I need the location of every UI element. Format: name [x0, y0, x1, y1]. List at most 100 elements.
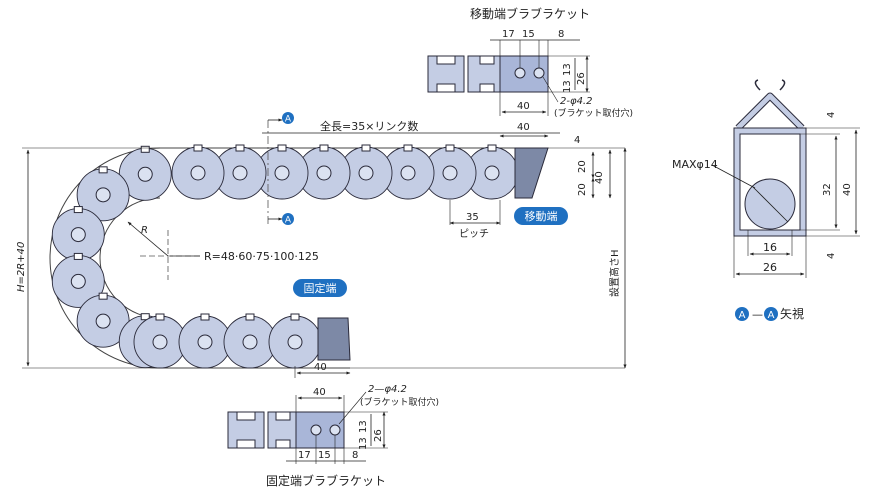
- moving-end-bracket-drawing: 移動端ブラブラケット 17 15 8 13 13 26 40 2-φ4.2 (ブ…: [427, 6, 633, 119]
- cable-chain: [49, 144, 549, 369]
- link-tab: [361, 144, 371, 152]
- link-tab: [290, 313, 300, 321]
- link-tab: [245, 313, 255, 321]
- top-dim-26: 26: [576, 72, 587, 85]
- section-dim-26: 26: [763, 261, 777, 274]
- section-dim-4-bottom: 4: [826, 253, 837, 259]
- link-tab: [73, 206, 83, 214]
- top-dim-8: 8: [558, 29, 564, 40]
- link-pin-hole: [190, 165, 206, 181]
- section-dim-16: 16: [763, 241, 777, 254]
- bottom-dim-17: 17: [298, 450, 311, 461]
- section-dim-32: 32: [822, 183, 833, 196]
- link-pin-hole: [95, 187, 111, 203]
- top-dim-13a: 13: [562, 63, 573, 76]
- link-tab: [445, 144, 455, 152]
- link-pin-hole: [287, 334, 303, 350]
- section-top-clip: [735, 92, 805, 131]
- link-tab: [200, 313, 210, 321]
- svg-text:A: A: [285, 216, 292, 226]
- bottom-hole-note: (ブラケット取付穴): [360, 396, 439, 408]
- link-pin-hole: [274, 165, 290, 181]
- dim-20-b: 20: [577, 183, 588, 196]
- svg-text:A: A: [768, 310, 775, 321]
- section-view: MAXφ14 4 32 40 4 16 26 A — A 矢視: [672, 79, 860, 321]
- link-tab: [98, 292, 108, 300]
- link-tab: [73, 252, 83, 260]
- link-tab: [140, 313, 150, 321]
- section-dim-4-top: 4: [826, 112, 837, 118]
- radius-symbol: R: [141, 225, 148, 236]
- top-dim-40: 40: [517, 101, 530, 112]
- link-pin-hole: [316, 165, 332, 181]
- dim-20-a: 20: [577, 160, 588, 173]
- max-diameter-label: MAXφ14: [672, 158, 718, 171]
- link-tab: [193, 144, 203, 152]
- moving-bracket-title: 移動端ブラブラケット: [470, 6, 590, 21]
- dim-40-top: 40: [517, 122, 530, 133]
- link-pin-hole: [95, 313, 111, 329]
- svg-text:A: A: [739, 310, 746, 321]
- fixed-end-bracket-drawing: 40 2—φ4.2 (ブラケット取付穴) 13 13 26 17 15 8 固定…: [227, 384, 439, 488]
- bottom-dim-8: 8: [352, 450, 358, 461]
- link-tab: [403, 144, 413, 152]
- bottom-dim-26: 26: [373, 429, 384, 442]
- bottom-dim-13b: 13: [358, 437, 369, 450]
- bottom-dim-15: 15: [318, 450, 331, 461]
- chain-outer-envelope: [49, 147, 548, 369]
- link-pin-hole: [400, 165, 416, 181]
- svg-text:—: —: [752, 308, 763, 321]
- bottom-dim-40: 40: [313, 387, 326, 398]
- moving-end-badge: 移動端: [514, 207, 568, 225]
- fixed-end-badge: 固定端: [293, 279, 347, 297]
- svg-text:A: A: [285, 115, 292, 125]
- bottom-bracket-hole-1: [310, 424, 322, 436]
- section-marker-bottom: A: [282, 213, 294, 226]
- svg-text:矢視: 矢視: [780, 306, 804, 321]
- section-dim-40: 40: [842, 183, 853, 196]
- link-pin-hole: [358, 165, 374, 181]
- link-pin-hole: [484, 165, 500, 181]
- dim-40-bottom: 40: [314, 362, 327, 373]
- link-tab: [319, 144, 329, 152]
- top-dim-13b: 13: [562, 80, 573, 93]
- top-hole-note: (ブラケット取付穴): [554, 107, 633, 119]
- top-bracket-hole-1: [514, 67, 526, 79]
- chain-links: [51, 144, 519, 369]
- fixed-bracket-title: 固定端ブラブラケット: [266, 473, 386, 488]
- bottom-dim-13a: 13: [358, 420, 369, 433]
- link-pin-hole: [197, 334, 213, 350]
- height-formula: H=2R+40: [16, 242, 27, 292]
- section-marker-top: A: [282, 112, 294, 125]
- link-pin-hole: [70, 273, 86, 289]
- link-tab: [98, 166, 108, 174]
- svg-text:移動端: 移動端: [525, 209, 558, 223]
- link-pin-hole: [152, 334, 168, 350]
- section-title: A — A 矢視: [735, 306, 804, 321]
- link-tab: [140, 145, 150, 153]
- link-pin-hole: [242, 334, 258, 350]
- link-pin-hole: [137, 166, 153, 182]
- top-dim-15: 15: [522, 29, 535, 40]
- install-height-label: 設置高さH: [608, 249, 621, 297]
- dim-4-main: 4: [574, 135, 580, 146]
- radius-values: R=48·60·75·100·125: [204, 250, 319, 263]
- radius-line: [127, 221, 169, 257]
- bottom-hole-spec: 2—φ4.2: [368, 384, 407, 395]
- pitch-value: 35: [466, 212, 479, 223]
- top-bracket-hole-2: [533, 67, 545, 79]
- link-tab: [235, 144, 245, 152]
- bottom-bracket-hole-2: [329, 424, 341, 436]
- total-length-label: 全長=35×リンク数: [320, 119, 418, 133]
- link-tab: [277, 144, 287, 152]
- top-dim-17: 17: [502, 29, 515, 40]
- chain-inner-envelope: [99, 197, 161, 319]
- link-tab: [487, 144, 497, 152]
- pitch-label: ピッチ: [459, 228, 489, 240]
- moving-end-piece: [514, 147, 549, 199]
- svg-text:固定端: 固定端: [304, 281, 337, 295]
- link-pin-hole: [232, 165, 248, 181]
- dim-40-side: 40: [594, 171, 605, 184]
- link-pin-hole: [442, 165, 458, 181]
